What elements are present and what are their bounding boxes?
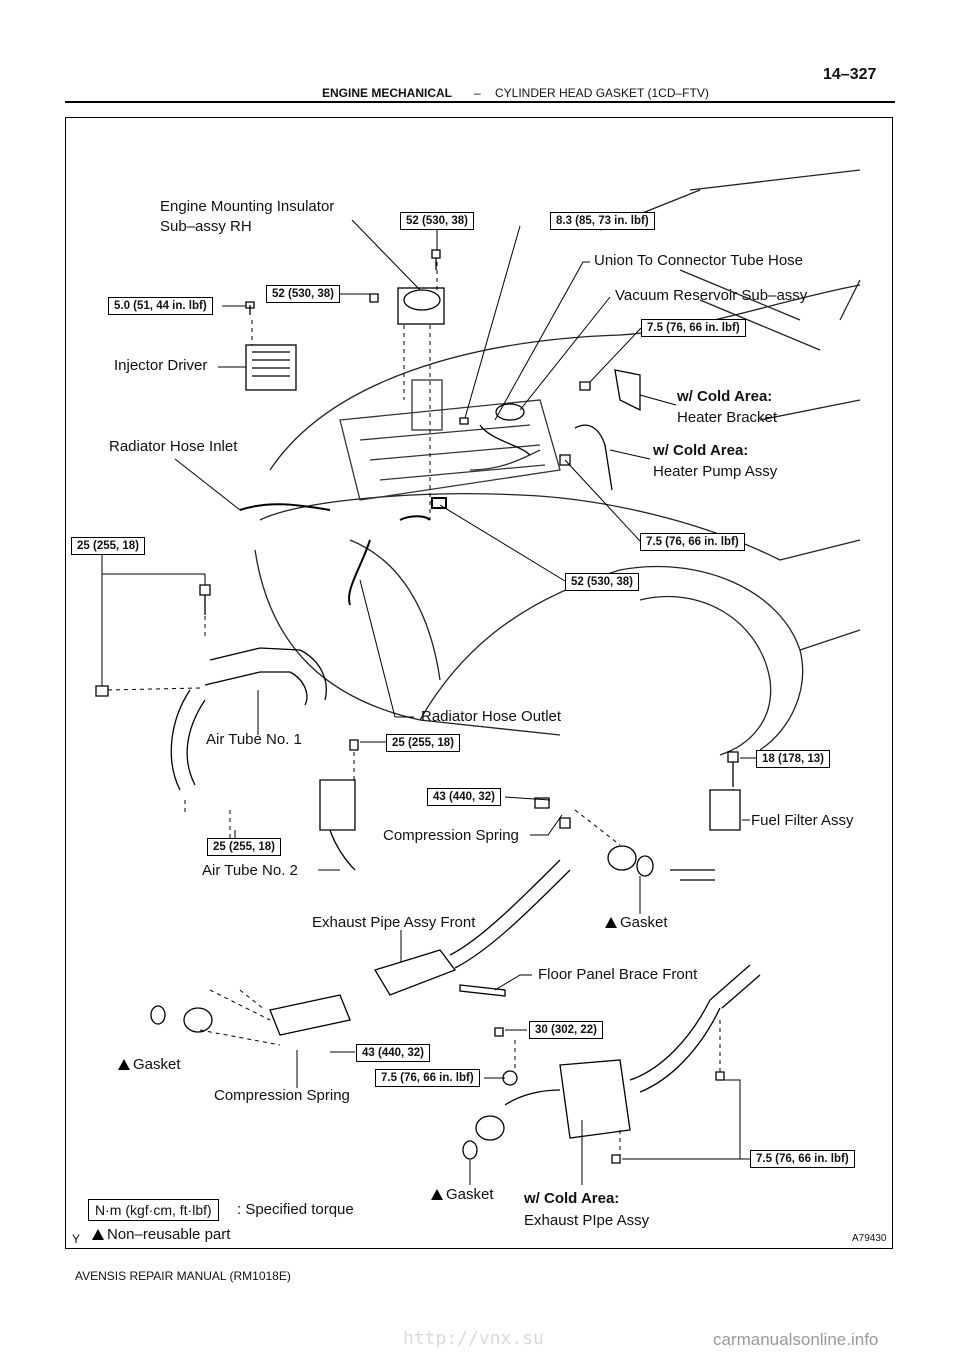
label-heater-bracket: Heater Bracket: [677, 409, 778, 426]
footer-link[interactable]: http://vnx.su: [403, 1328, 544, 1349]
label-radiator-outlet: Radiator Hose Outlet: [421, 708, 562, 725]
torque-7-5-a: 7.5 (76, 66 in. lbf): [641, 319, 746, 337]
corner-mark: Y: [72, 1232, 81, 1246]
car-body-outline: [254, 169, 861, 756]
injector-driver-shape: [245, 301, 297, 391]
section-title: ENGINE MECHANICAL: [322, 86, 453, 100]
label-cold-area-3: w/ Cold Area:: [524, 1190, 620, 1207]
engine-mount-shape: [369, 249, 445, 325]
legend-torque-unit: N·m (kgf·cm, ft·lbf): [88, 1199, 219, 1221]
leader-lines: [101, 219, 756, 1185]
air-tube-1-shape: [95, 584, 327, 856]
torque-43-a: 43 (440, 32): [427, 788, 502, 806]
label-injector-driver: Injector Driver: [114, 357, 208, 374]
label-floor-brace: Floor Panel Brace Front: [538, 966, 698, 983]
torque-43-b: 43 (440, 32): [356, 1044, 431, 1062]
diagram-frame: [65, 117, 893, 1249]
heater-shapes: [559, 369, 641, 491]
nonreusable-icon: [118, 1059, 130, 1070]
label-union-hose: Union To Connector Tube Hose: [594, 252, 804, 269]
label-exhaust-pipe: Exhaust PIpe Assy: [524, 1212, 650, 1229]
label-engine-mount-1: Engine Mounting Insulator: [160, 198, 335, 215]
torque-30: 30 (302, 22): [529, 1021, 604, 1039]
torque-8-3: 8.3 (85, 73 in. lbf): [550, 212, 655, 230]
radiator-hose-shapes: [239, 497, 447, 606]
torque-7-5-b: 7.5 (76, 66 in. lbf): [640, 533, 745, 551]
manual-footer: AVENSIS REPAIR MANUAL (RM1018E): [75, 1269, 291, 1283]
label-gasket-3: Gasket: [431, 1184, 494, 1206]
alignment-dashes: [107, 262, 734, 1155]
nonreusable-icon: [605, 917, 617, 928]
subsection-title: CYLINDER HEAD GASKET (1CD–FTV): [495, 86, 709, 100]
fuel-filter-shape: [709, 751, 741, 831]
label-vacuum-reservoir: Vacuum Reservoir Sub–assy: [615, 287, 808, 304]
torque-52-top: 52 (530, 38): [400, 212, 475, 230]
torque-25-a: 25 (255, 18): [71, 537, 146, 555]
floor-brace-shape: [459, 984, 506, 1037]
nonreusable-icon: [431, 1189, 443, 1200]
header-rule: [65, 101, 895, 103]
exhaust-front-shape: [150, 797, 715, 1036]
watermark: carmanualsonline.info: [713, 1330, 879, 1349]
label-fuel-filter: Fuel Filter Assy: [751, 812, 854, 829]
label-compression-spring-2: Compression Spring: [214, 1087, 350, 1104]
label-compression-spring-1: Compression Spring: [383, 827, 519, 844]
torque-52-mid: 52 (530, 38): [266, 285, 341, 303]
label-exhaust-front: Exhaust Pipe Assy Front: [312, 914, 476, 931]
torque-7-5-d: 7.5 (76, 66 in. lbf): [750, 1150, 855, 1168]
exhaust-rear-shape: [462, 964, 761, 1164]
label-cold-area-1: w/ Cold Area:: [677, 388, 773, 405]
label-cold-area-2: w/ Cold Area:: [653, 442, 749, 459]
torque-25-c: 25 (255, 18): [207, 838, 282, 856]
label-heater-pump: Heater Pump Assy: [653, 463, 778, 480]
header-separator: –: [474, 86, 481, 100]
air-tube-2-shape: [319, 739, 359, 871]
torque-18: 18 (178, 13): [756, 750, 831, 768]
legend-torque-desc: : Specified torque: [237, 1201, 354, 1218]
label-air-tube-2: Air Tube No. 2: [202, 862, 298, 879]
label-engine-mount-2: Sub–assy RH: [160, 218, 252, 235]
torque-52-low: 52 (530, 38): [565, 573, 640, 591]
label-gasket-1: Gasket: [605, 912, 668, 934]
label-gasket-2: Gasket: [118, 1054, 181, 1076]
engine-block-sketch: [339, 379, 561, 501]
figure-id: A79430: [852, 1233, 887, 1244]
torque-5-0: 5.0 (51, 44 in. lbf): [108, 297, 213, 315]
torque-25-b: 25 (255, 18): [386, 734, 461, 752]
label-radiator-inlet: Radiator Hose Inlet: [109, 438, 238, 455]
nonreusable-icon: [92, 1229, 104, 1240]
legend-nonreusable: Non–reusable part: [92, 1224, 230, 1246]
torque-7-5-c: 7.5 (76, 66 in. lbf): [375, 1069, 480, 1087]
label-air-tube-1: Air Tube No. 1: [206, 731, 302, 748]
page-number: 14–327: [823, 66, 877, 83]
